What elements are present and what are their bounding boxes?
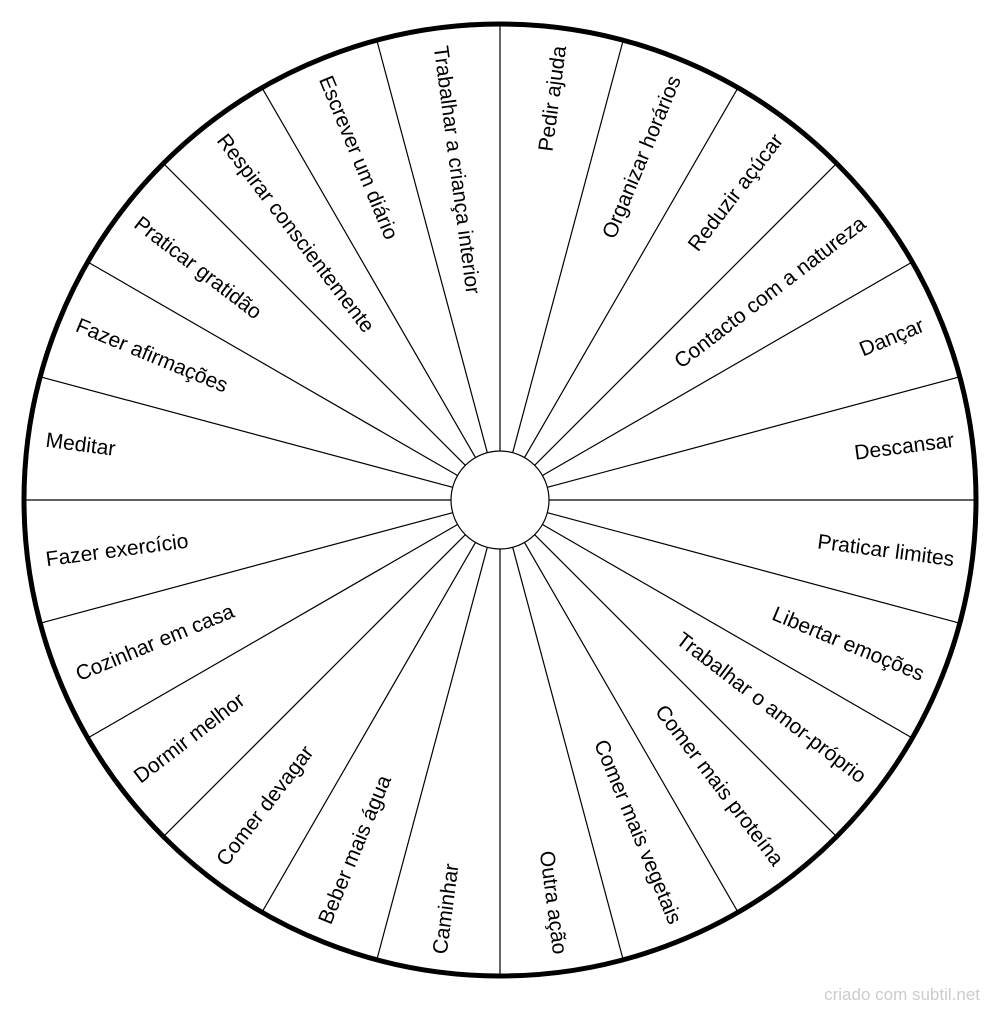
segment-divider	[534, 534, 838, 838]
segment-divider	[261, 542, 477, 913]
segment-divider	[534, 162, 838, 466]
credit-text: criado com subtil.net	[824, 985, 980, 1004]
segment-divider	[87, 523, 458, 739]
segment-divider	[512, 547, 624, 960]
segment-divider	[87, 261, 458, 477]
segment-divider	[376, 40, 488, 453]
segment-divider	[162, 162, 466, 466]
wheel-center-hub	[450, 450, 550, 550]
segment-divider	[512, 40, 624, 453]
segment-divider	[162, 534, 466, 838]
segment-divider	[40, 376, 453, 488]
segment-divider	[547, 376, 960, 488]
segment-divider	[261, 87, 477, 458]
segment-divider	[547, 512, 960, 624]
segment-divider	[40, 512, 453, 624]
segment-divider	[542, 523, 913, 739]
segment-divider	[523, 87, 739, 458]
segment-dividers	[24, 24, 976, 976]
segment-divider	[376, 547, 488, 960]
segment-divider	[542, 261, 913, 477]
segment-divider	[523, 542, 739, 913]
